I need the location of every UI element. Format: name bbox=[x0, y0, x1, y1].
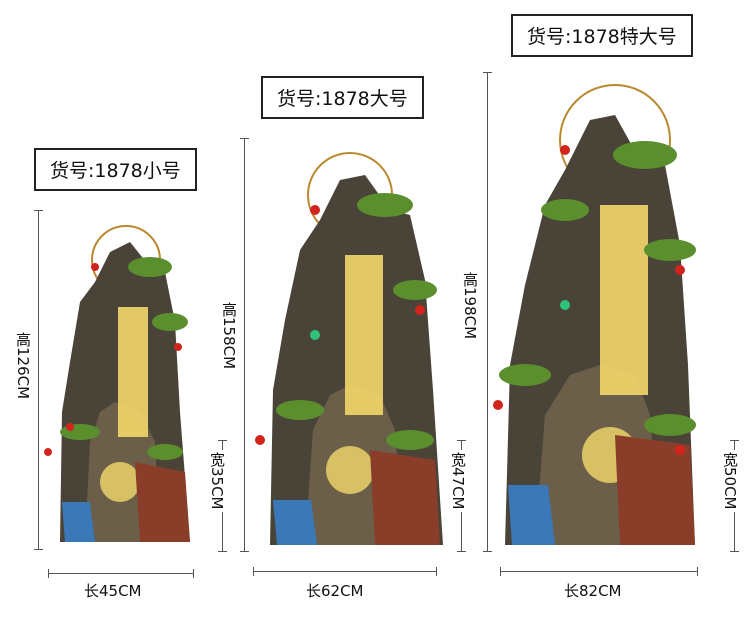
height-label-large: 高158CM bbox=[219, 300, 240, 372]
rockery-fountain-extra-large-image bbox=[490, 75, 702, 555]
model-label-large: 货号:1878大号 bbox=[261, 76, 424, 119]
length-dimension-line-large bbox=[253, 567, 437, 576]
height-dimension-line-small bbox=[34, 210, 43, 550]
length-dimension-line-small bbox=[48, 569, 194, 578]
length-label-extra-large: 长82CM bbox=[560, 580, 626, 601]
length-dimension-line-extra-large bbox=[500, 567, 698, 576]
width-label-extra-large: 宽50CM bbox=[720, 450, 741, 512]
model-label-small: 货号:1878小号 bbox=[34, 148, 197, 191]
width-label-large: 宽47CM bbox=[448, 450, 469, 512]
rockery-fountain-small-image bbox=[40, 212, 200, 552]
height-label-small: 高126CM bbox=[13, 330, 34, 402]
height-label-extra-large: 高198CM bbox=[460, 270, 481, 342]
height-dimension-line-large bbox=[240, 138, 249, 552]
width-label-small: 宽35CM bbox=[207, 450, 228, 512]
rockery-fountain-icon bbox=[255, 152, 443, 545]
length-label-large: 长62CM bbox=[302, 580, 368, 601]
rockery-fountain-icon bbox=[493, 84, 696, 545]
model-label-extra-large: 货号:1878特大号 bbox=[511, 14, 693, 57]
rockery-fountain-icon bbox=[44, 225, 190, 542]
height-dimension-line-extra-large bbox=[483, 72, 492, 552]
rockery-fountain-large-image bbox=[255, 140, 450, 555]
length-label-small: 长45CM bbox=[80, 580, 146, 601]
